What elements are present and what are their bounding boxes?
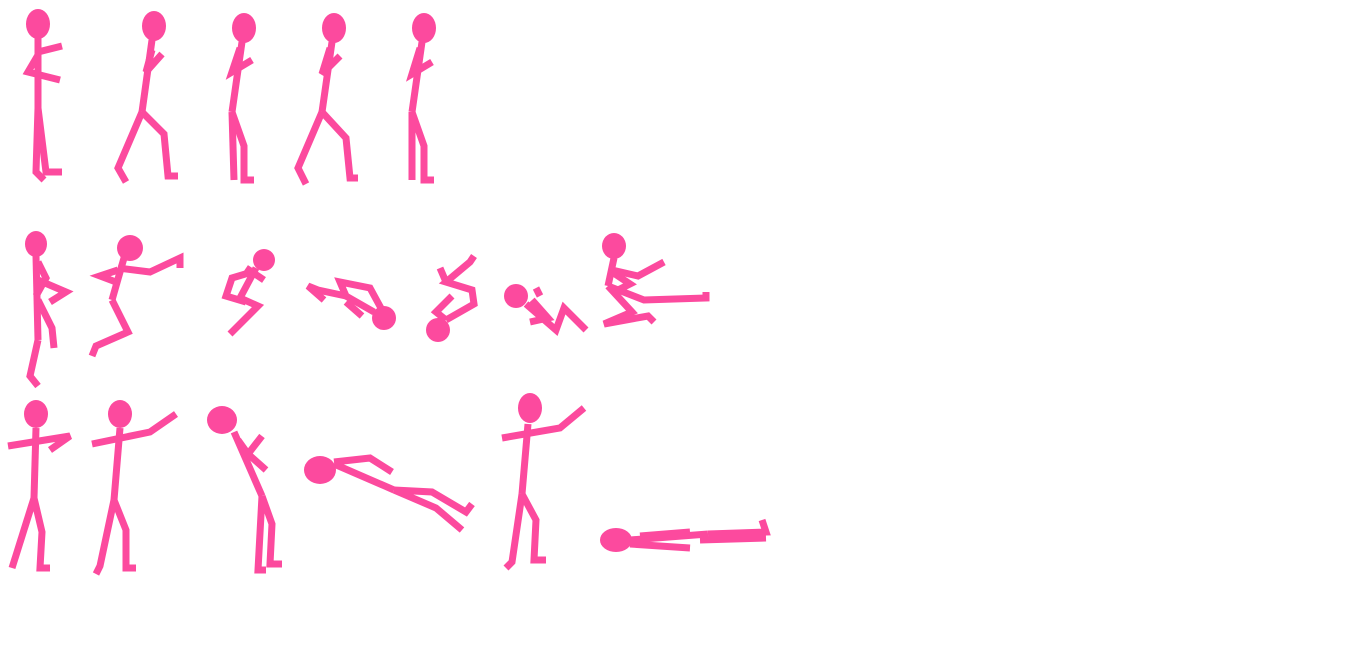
stick-limb: [88, 298, 133, 358]
sprite-frame-walk-5: [405, 13, 436, 184]
stick-limb: [405, 46, 434, 82]
stick-limb: [26, 339, 42, 389]
stick-limb: [117, 252, 184, 276]
stick-limb: [639, 528, 691, 540]
stick-head: [232, 13, 256, 43]
stick-head: [108, 400, 132, 428]
sprite-frame-walk-1: [22, 9, 63, 183]
stick-limb: [32, 255, 42, 341]
stick-limb: [244, 265, 266, 283]
stick-limb: [334, 277, 386, 316]
stick-limb: [32, 260, 50, 298]
stick-head: [25, 231, 47, 257]
stick-limb: [438, 254, 478, 324]
sprite-frame-falling: [304, 454, 475, 533]
stick-head: [372, 306, 396, 330]
stick-limb: [319, 109, 358, 182]
stick-head: [207, 406, 237, 434]
stick-limb: [430, 293, 455, 323]
stick-limb: [707, 518, 771, 538]
stick-limb: [245, 451, 269, 473]
stick-limb: [7, 432, 73, 453]
stick-limb: [611, 258, 666, 280]
stick-limb: [34, 298, 58, 349]
sprite-frame-hit-recoil: [207, 406, 282, 574]
stick-limb: [318, 46, 343, 77]
stick-limb: [343, 299, 365, 319]
stick-limb: [305, 282, 347, 303]
animation-row-punch-and-fall: [7, 393, 771, 576]
stick-limb: [436, 266, 450, 284]
stick-limb: [22, 53, 61, 84]
stick-limb: [89, 266, 120, 286]
stick-limb: [254, 495, 266, 574]
stick-limb: [604, 257, 618, 287]
sprite-frame-guard: [7, 400, 73, 572]
stick-limb: [110, 498, 136, 572]
stick-head: [518, 393, 542, 423]
stick-head: [504, 284, 528, 308]
stick-limb: [501, 405, 587, 442]
sprite-frame-knee-up: [25, 231, 74, 389]
animation-row-walk: [22, 9, 436, 186]
stick-limb: [529, 297, 555, 326]
stick-limb: [258, 494, 282, 568]
stick-limb: [408, 110, 434, 184]
stick-limb: [139, 109, 178, 180]
stick-limb: [32, 107, 47, 183]
stick-limb: [503, 493, 526, 571]
sprite-frame-low-kick: [602, 233, 710, 328]
stick-head: [253, 249, 275, 271]
stick-limb: [227, 294, 265, 337]
stick-limb: [114, 110, 146, 184]
stick-limb: [532, 286, 544, 298]
stick-limb: [228, 110, 254, 184]
sprite-frame-tuck: [221, 249, 275, 337]
stick-head: [26, 9, 50, 39]
sprite-frame-punch: [91, 400, 178, 576]
stick-limb: [8, 496, 38, 570]
stick-head: [426, 318, 450, 342]
stick-limb: [34, 107, 62, 176]
stick-head: [304, 456, 336, 484]
stick-head: [117, 235, 143, 261]
sprite-frame-lying-down: [600, 518, 771, 552]
stick-limb: [221, 268, 254, 306]
stick-limb: [602, 283, 657, 328]
sprite-frame-roll-2: [426, 254, 478, 342]
sprite-frame-roll-3: [504, 284, 589, 336]
stick-limb: [699, 534, 767, 544]
stick-limb: [518, 492, 546, 564]
stick-head: [142, 11, 166, 41]
stick-limb: [606, 282, 710, 304]
sprite-frame-walk-2: [114, 11, 178, 184]
stick-limb: [37, 42, 63, 56]
stick-limb: [142, 49, 165, 75]
stick-head: [24, 400, 48, 428]
stick-limb: [294, 110, 326, 186]
sprite-frame-roll-1: [305, 277, 396, 330]
stick-limb: [629, 540, 691, 552]
stick-limb: [393, 486, 475, 517]
stick-head: [602, 233, 626, 259]
stick-limb: [36, 276, 74, 305]
sprite-frame-reach: [501, 393, 587, 571]
stick-limb: [332, 460, 396, 494]
stick-limb: [30, 497, 50, 572]
stick-head: [600, 528, 632, 552]
sprite-frame-walk-3: [225, 13, 256, 184]
stick-limb: [91, 411, 178, 448]
stick-limb: [92, 499, 118, 576]
sprite-figures: [7, 9, 771, 576]
sprite-frame-flying-kick: [88, 235, 184, 358]
stick-head: [412, 13, 436, 43]
animation-row-jump-kick: [25, 231, 710, 389]
sprite-frame-walk-4: [294, 13, 358, 186]
stick-limb: [333, 454, 394, 475]
stick-limb: [392, 486, 465, 533]
stick-head: [322, 13, 346, 43]
stick-limb: [225, 46, 254, 80]
